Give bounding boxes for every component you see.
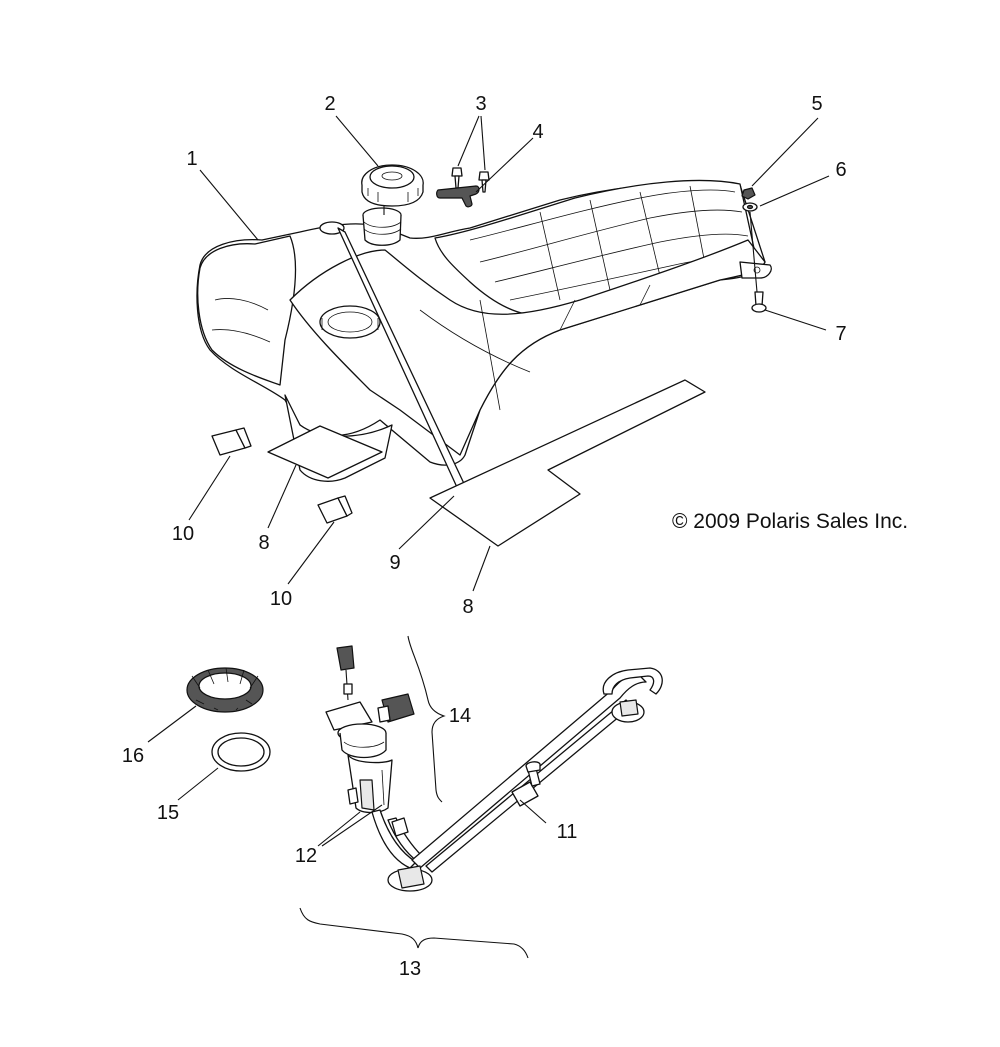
nut bbox=[741, 187, 756, 200]
callout-9: 9 bbox=[389, 552, 400, 574]
fuel-line bbox=[371, 667, 663, 892]
callout-11: 11 bbox=[557, 821, 578, 843]
callout-13: 13 bbox=[399, 958, 421, 980]
brace-13 bbox=[299, 907, 529, 959]
callout-2: 2 bbox=[324, 93, 335, 115]
bumper-right bbox=[317, 495, 353, 524]
callout-12: 12 bbox=[295, 845, 317, 867]
callout-7: 7 bbox=[835, 323, 846, 345]
callout-4: 4 bbox=[532, 121, 543, 143]
callout-1: 1 bbox=[186, 148, 197, 170]
callout-10-right: 10 bbox=[270, 588, 292, 610]
callout-3: 3 bbox=[475, 93, 486, 115]
tank-pad-large bbox=[429, 379, 706, 547]
callout-16: 16 bbox=[122, 745, 144, 767]
bolt bbox=[749, 211, 767, 313]
washer bbox=[742, 202, 758, 212]
copyright-notice: © 2009 Polaris Sales Inc. bbox=[672, 510, 908, 533]
callout-8-right: 8 bbox=[462, 596, 473, 618]
screws bbox=[451, 167, 490, 193]
callout-15: 15 bbox=[157, 802, 179, 824]
brace-14 bbox=[407, 635, 446, 803]
callout-14: 14 bbox=[449, 705, 471, 727]
callout-labels: 1 2 3 4 5 6 7 10 8 10 9 8 14 16 15 11 12… bbox=[122, 93, 847, 980]
leader-lines bbox=[147, 115, 830, 847]
fuel-cap bbox=[361, 164, 424, 215]
lock-ring bbox=[186, 667, 264, 713]
callout-8-left: 8 bbox=[258, 532, 269, 554]
fuel-pump-assembly bbox=[325, 645, 415, 814]
callout-10-left: 10 bbox=[172, 523, 194, 545]
tank-pad-small bbox=[267, 425, 383, 479]
callout-6: 6 bbox=[835, 159, 846, 181]
bracket bbox=[436, 185, 480, 208]
pump-seal bbox=[211, 732, 271, 772]
bumper-left bbox=[211, 427, 252, 456]
callout-5: 5 bbox=[811, 93, 822, 115]
fuel-tank bbox=[196, 179, 772, 482]
